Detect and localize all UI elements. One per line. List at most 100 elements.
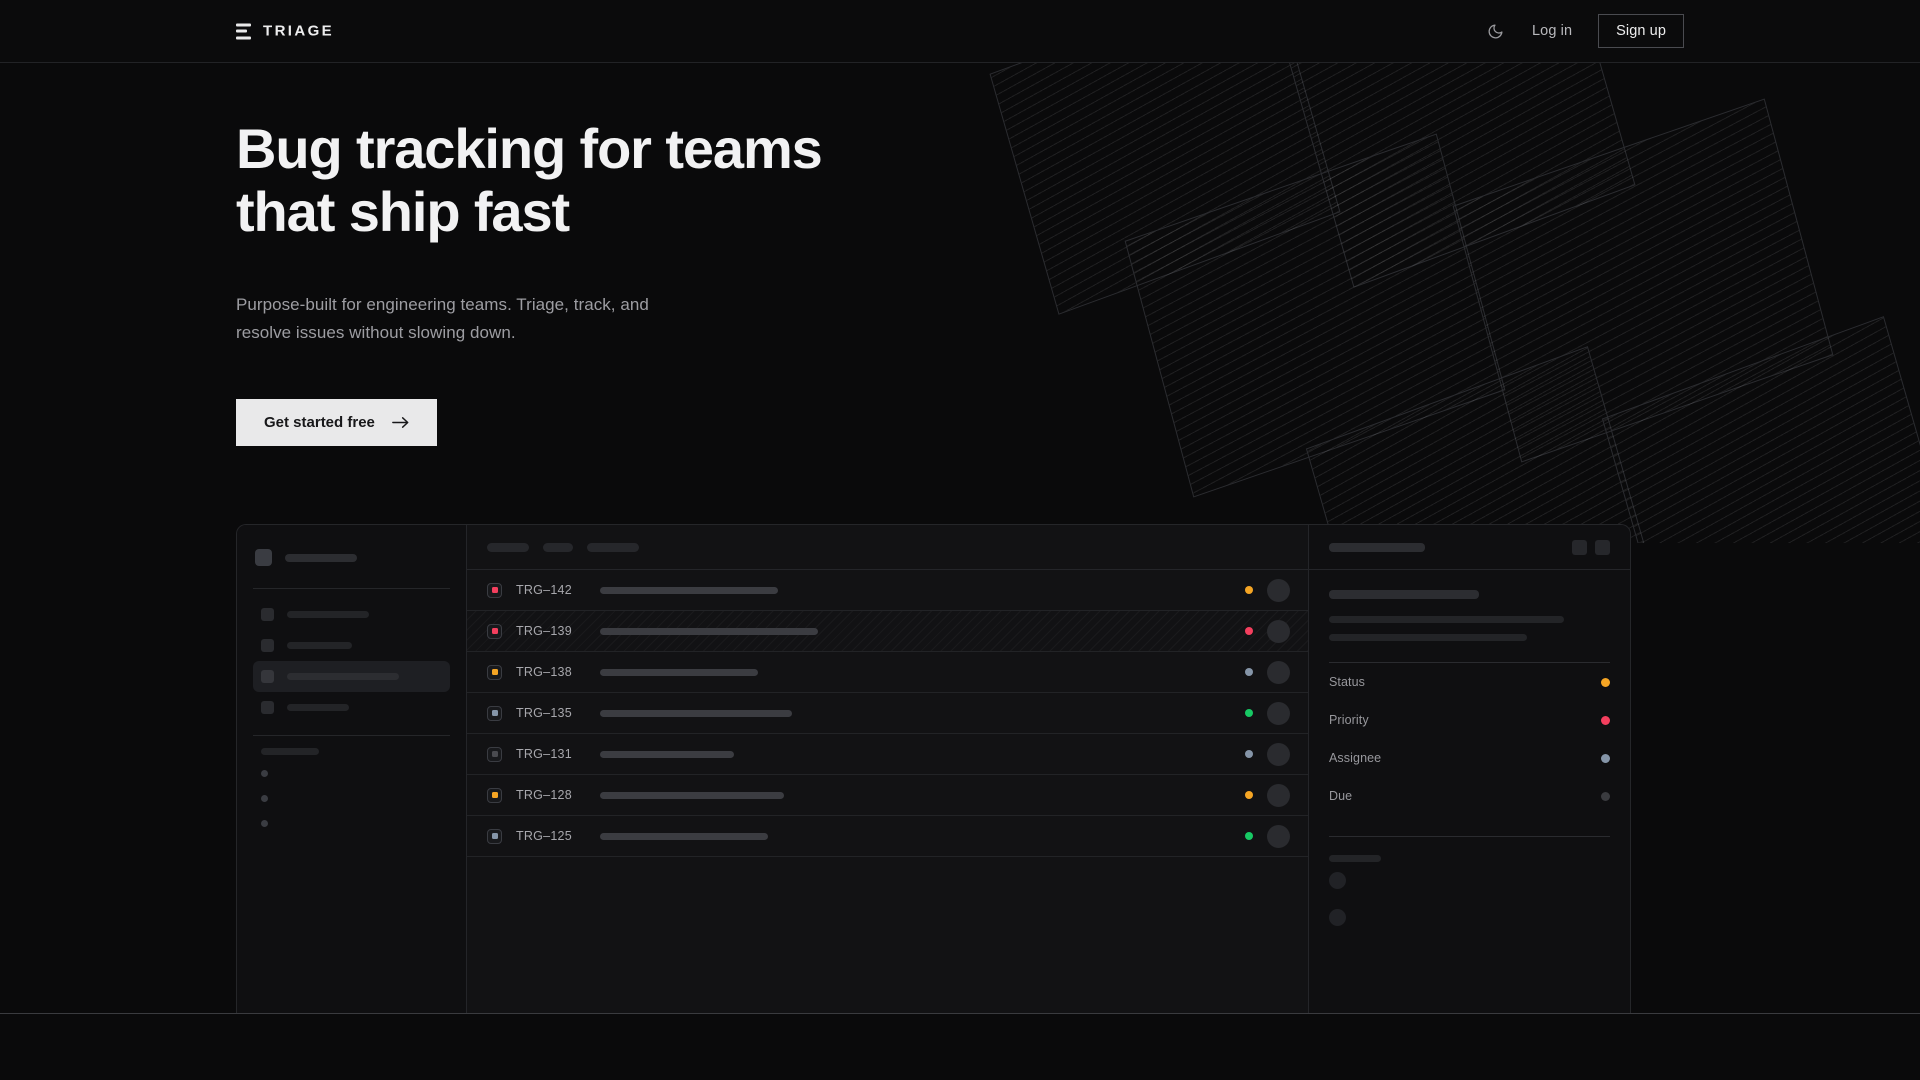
arrow-right-icon (392, 416, 409, 429)
table-row[interactable]: TRG–139 (467, 611, 1308, 652)
avatar (1267, 619, 1290, 643)
meta-label: Status (1329, 675, 1366, 689)
brand-logo[interactable]: TRIAGE (236, 23, 334, 40)
priority-indicator-icon (487, 705, 502, 721)
top-navigation-bar: TRIAGE Log in Sign up (0, 0, 1920, 63)
sidebar-sub-nav (253, 761, 450, 836)
status-dot-icon (1245, 668, 1253, 676)
workspace-name-skeleton (285, 553, 357, 562)
toolbar-chip-2[interactable] (543, 542, 573, 552)
sidebar-item-2[interactable] (253, 630, 450, 661)
mockup-issue-list: TRG–142 TRG–139 TRG–138 TRG–135 (467, 525, 1308, 1014)
get-started-label: Get started free (264, 413, 375, 431)
sidebar-item-4[interactable] (253, 692, 450, 723)
status-dot-icon (1245, 586, 1253, 594)
sidebar-item-label-skeleton (287, 673, 399, 680)
issue-title-skeleton (600, 709, 792, 717)
detail-panel-header (1309, 525, 1630, 570)
table-row[interactable]: TRG–142 (467, 570, 1308, 611)
striped-panel-4 (1452, 98, 1834, 463)
issue-rows: TRG–142 TRG–139 TRG–138 TRG–135 (467, 570, 1308, 857)
avatar (1267, 783, 1290, 807)
issue-id: TRG–125 (516, 829, 572, 843)
detail-divider-2 (1329, 836, 1610, 837)
issue-id: TRG–128 (516, 788, 572, 802)
table-row[interactable]: TRG–125 (467, 816, 1308, 857)
table-row[interactable]: TRG–131 (467, 734, 1308, 775)
sidebar-divider-2 (253, 735, 450, 736)
avatar (1267, 701, 1290, 725)
stacked-bars-logo-icon (236, 23, 251, 39)
toolbar-chip-3[interactable] (587, 542, 639, 552)
status-dot-icon (1245, 791, 1253, 799)
meta-value-dot-icon (1601, 677, 1610, 687)
meta-label: Due (1329, 789, 1353, 803)
login-link[interactable]: Log in (1532, 23, 1573, 39)
avatar (1329, 909, 1346, 926)
sidebar-nav (253, 599, 450, 723)
meta-row-due[interactable]: Due (1329, 777, 1610, 815)
priority-indicator-icon (487, 664, 502, 680)
issue-id: TRG–135 (516, 706, 572, 720)
detail-action-button-2[interactable] (1595, 539, 1610, 555)
striped-panel-2 (1284, 63, 1636, 288)
detail-action-button-1[interactable] (1572, 539, 1587, 555)
comments-label-skeleton (1329, 855, 1381, 862)
page-title: Bug tracking for teams that ship fast (236, 117, 823, 243)
sidebar-item-1[interactable] (253, 599, 450, 630)
sidebar-item-icon (261, 608, 274, 621)
meta-label: Priority (1329, 713, 1369, 727)
table-row[interactable]: TRG–138 (467, 652, 1308, 693)
signup-button[interactable]: Sign up (1598, 14, 1684, 48)
meta-row-priority[interactable]: Priority (1329, 701, 1610, 739)
avatar (1329, 872, 1346, 889)
avatar (1267, 578, 1290, 602)
sidebar-sub-item-1[interactable] (253, 761, 450, 786)
avatar (1267, 742, 1290, 766)
sidebar-sub-item-2[interactable] (253, 786, 450, 811)
detail-text-skeleton-1 (1329, 616, 1564, 623)
sidebar-item-label-skeleton (287, 642, 352, 649)
sidebar-item-3[interactable] (253, 661, 450, 692)
row-meta (1245, 660, 1290, 684)
detail-text-skeleton-2 (1329, 634, 1527, 641)
row-meta (1245, 783, 1290, 807)
sidebar-item-label-skeleton (287, 704, 349, 711)
row-meta (1245, 619, 1290, 643)
hero-subtitle: Purpose-built for engineering teams. Tri… (236, 295, 649, 342)
row-meta (1245, 701, 1290, 725)
issue-id: TRG–142 (516, 583, 572, 597)
table-row[interactable]: TRG–128 (467, 775, 1308, 816)
meta-row-assignee[interactable]: Assignee (1329, 739, 1610, 777)
sidebar-item-icon (261, 670, 274, 683)
priority-indicator-icon (487, 746, 502, 762)
detail-divider-1 (1329, 662, 1610, 663)
sidebar-item-icon (261, 701, 274, 714)
row-meta (1245, 824, 1290, 848)
sidebar-sub-item-dot-icon (261, 770, 268, 777)
issue-title-skeleton (600, 627, 818, 635)
table-row[interactable]: TRG–135 (467, 693, 1308, 734)
issue-title-skeleton (600, 750, 734, 758)
avatar (1267, 824, 1290, 848)
sidebar-workspace[interactable] (253, 543, 450, 566)
get-started-button[interactable]: Get started free (236, 398, 437, 446)
comment-item-1 (1329, 862, 1610, 899)
issue-id: TRG–139 (516, 624, 572, 638)
meta-row-status[interactable]: Status (1329, 663, 1610, 701)
striped-panel-1 (989, 63, 1341, 315)
mockup-sidebar (237, 525, 467, 1014)
toolbar-chip-1[interactable] (487, 542, 529, 552)
sidebar-sub-item-3[interactable] (253, 811, 450, 836)
app-preview-mockup: TRG–142 TRG–139 TRG–138 TRG–135 (236, 524, 1631, 1014)
detail-panel-body: Status Priority Assignee Due (1309, 570, 1630, 936)
priority-indicator-icon (487, 582, 502, 598)
sidebar-sub-item-dot-icon (261, 795, 268, 802)
section-divider (0, 1013, 1920, 1014)
nav-actions: Log in Sign up (1484, 14, 1684, 48)
meta-value-dot-icon (1601, 753, 1610, 763)
moon-icon[interactable] (1484, 20, 1506, 42)
detail-title-skeleton (1329, 542, 1425, 552)
sidebar-item-icon (261, 639, 274, 652)
